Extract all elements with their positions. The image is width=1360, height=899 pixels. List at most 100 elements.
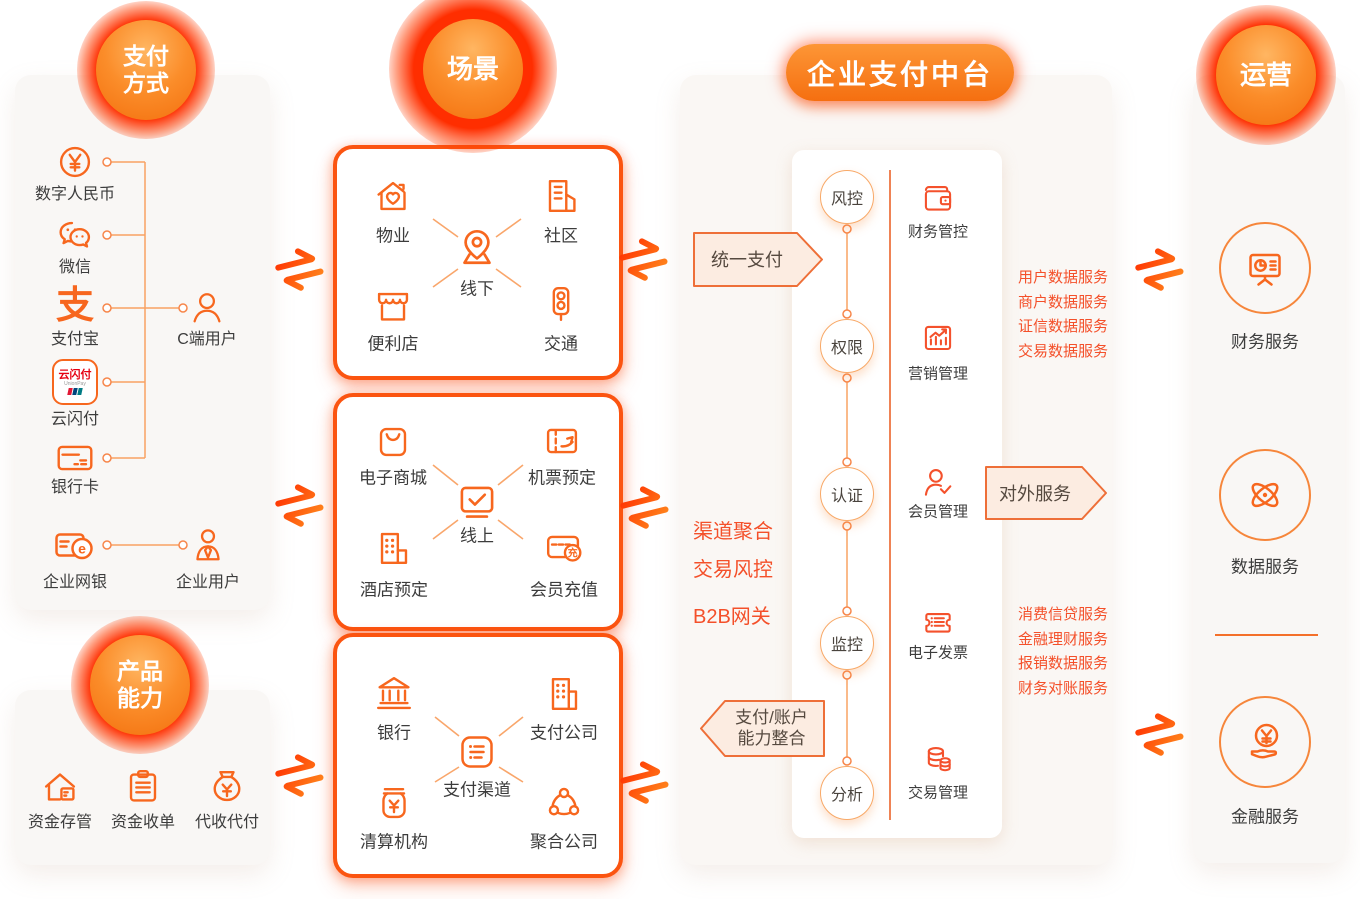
platform-panel: 渠道聚合 交易风控 B2B网关 风控 权限 认证 监控 分析 财务管控 营销管理…	[680, 75, 1112, 865]
channel-icon	[453, 728, 501, 776]
store-icon	[370, 283, 416, 329]
operations-panel: 财务服务 数据服务 金融服务	[1193, 75, 1345, 863]
exchange-arrows-icon	[268, 478, 332, 539]
invoice-icon	[918, 602, 958, 642]
corp-user-icon	[186, 523, 230, 567]
wechat-icon	[52, 212, 98, 258]
finance-service-icon	[1219, 222, 1311, 314]
platform-core-panel: 风控 权限 认证 监控 分析 财务管控 营销管理 会员管理 电子发票 交易管理	[792, 150, 1002, 838]
clearing-icon	[371, 781, 417, 827]
pay-company-label: 支付公司	[530, 723, 598, 743]
flight-label: 机票预定	[528, 468, 596, 488]
fund-custody-label: 资金存管	[27, 814, 93, 831]
capability-transaction-risk: 交易风控	[693, 559, 773, 581]
fund-custody-icon	[37, 764, 83, 810]
online-icon	[452, 477, 502, 527]
data-service-item: 商户数据服务	[1018, 293, 1109, 311]
diagonal-lines	[434, 716, 524, 783]
exchange-arrows-icon	[1128, 707, 1192, 768]
data-service-icon	[1219, 449, 1311, 541]
alipay-label: 支付宝	[50, 331, 100, 348]
exchange-arrows-icon	[268, 748, 332, 809]
unionpay-app-text: 云闪付	[58, 368, 92, 381]
invoice-label: 电子发票	[907, 644, 969, 662]
mall-label: 电子商城	[359, 468, 427, 488]
integration-tag: 支付/账户 能力整合	[700, 700, 825, 757]
digital-rmb-icon	[52, 139, 98, 185]
recharge-label: 会员充值	[530, 580, 598, 600]
bank-icon	[371, 671, 417, 717]
diagonal-lines	[432, 464, 524, 540]
finance-service-item: 金融理财服务	[1018, 630, 1109, 648]
financial-service-label: 金融服务	[1231, 807, 1299, 827]
finance-services-list: 消费信贷服务 金融理财服务 报销数据服务 财务对账服务	[1018, 603, 1108, 701]
payment-methods-badge: 支付方式	[96, 20, 196, 120]
member-label: 会员管理	[907, 503, 969, 521]
fund-acquiring-label: 资金收单	[110, 814, 176, 831]
capability-channel-aggregation: 渠道聚合	[693, 521, 773, 543]
store-label: 便利店	[367, 334, 419, 354]
community-icon	[538, 173, 584, 219]
online-label: 线上	[460, 526, 494, 546]
wechat-label: 微信	[58, 259, 92, 276]
badge-line2: 能力	[117, 685, 163, 711]
finance-control-label: 财务管控	[907, 223, 969, 241]
external-service-tag-label: 对外服务	[999, 484, 1071, 504]
financial-service-icon	[1219, 696, 1311, 788]
marketing-label: 营销管理	[907, 365, 969, 383]
offline-scene-box: 物业 社区 线下 便利店 交通	[333, 145, 623, 380]
transaction-label: 交易管理	[907, 784, 969, 802]
c-user-label: C端用户	[177, 331, 237, 348]
badge-line2: 方式	[123, 70, 169, 96]
diagonal-lines	[432, 218, 522, 288]
operations-divider	[1215, 634, 1318, 636]
finance-service-item: 财务对账服务	[1018, 679, 1109, 697]
integration-tag-label: 支付/账户 能力整合	[718, 707, 825, 750]
c-user-icon	[185, 286, 229, 330]
corp-ebank-icon	[51, 521, 99, 569]
external-service-tag: 对外服务	[985, 466, 1107, 520]
unionpay-label: 云闪付	[50, 411, 100, 428]
chain-node-permission: 权限	[820, 319, 874, 373]
connector-lines	[102, 157, 188, 550]
collect-pay-icon	[204, 764, 250, 810]
traffic-label: 交通	[544, 334, 578, 354]
collect-pay-label: 代收代付	[194, 814, 260, 831]
transaction-icon	[918, 740, 958, 780]
unionpay-stripes	[67, 387, 83, 395]
operations-badge: 运营	[1216, 25, 1316, 125]
integration-line2: 能力整合	[737, 729, 806, 749]
recharge-icon	[541, 524, 587, 570]
hotel-label: 酒店预定	[360, 580, 428, 600]
finance-control-icon	[918, 180, 958, 220]
chain-node-auth: 认证	[820, 467, 874, 521]
online-scene-box: 电子商城 机票预定 线上 酒店预定 会员充值	[333, 393, 623, 631]
data-service-item: 交易数据服务	[1018, 342, 1109, 360]
product-capability-badge: 产品能力	[90, 635, 190, 735]
tag-shape	[693, 232, 823, 287]
property-icon	[370, 173, 416, 219]
offline-icon	[451, 221, 503, 273]
fund-acquiring-icon	[120, 764, 166, 810]
bank-label: 银行	[377, 723, 411, 743]
flight-icon	[539, 418, 585, 464]
scenes-badge: 场景	[423, 19, 523, 119]
hotel-icon	[371, 525, 417, 571]
chain-node-analysis: 分析	[820, 766, 874, 820]
channels-scene-box: 银行 支付公司 支付渠道 清算机构 聚合公司	[333, 633, 623, 878]
offline-label: 线下	[460, 279, 494, 299]
exchange-arrows-icon	[268, 242, 332, 303]
traffic-icon	[538, 281, 584, 327]
community-label: 社区	[544, 226, 578, 246]
data-service-item: 用户数据服务	[1018, 269, 1109, 286]
badge-line1: 产品	[117, 657, 163, 684]
mall-icon	[370, 419, 416, 465]
property-label: 物业	[376, 226, 410, 246]
data-services-list: 用户数据服务 商户数据服务 证信数据服务 交易数据服务	[1018, 266, 1108, 364]
aggregator-icon	[541, 781, 587, 827]
exchange-arrows-icon	[1128, 242, 1192, 303]
corp-user-label: 企业用户	[175, 574, 241, 591]
member-icon	[918, 463, 958, 503]
